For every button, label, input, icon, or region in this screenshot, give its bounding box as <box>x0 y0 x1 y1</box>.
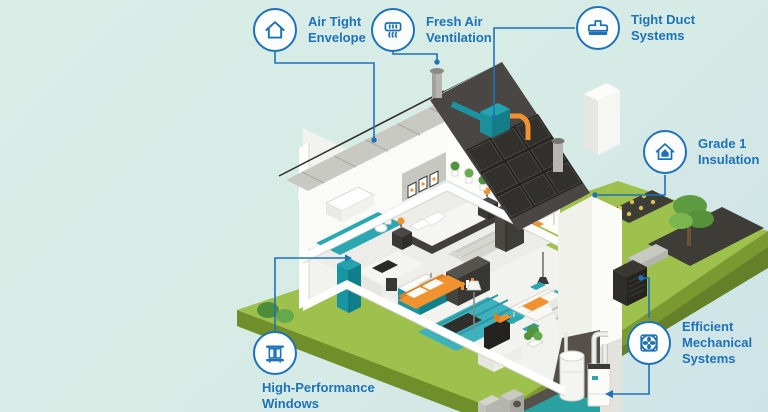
hrv-unit <box>450 101 531 140</box>
utility-sink <box>478 395 500 412</box>
roof-vent-pipe <box>430 68 444 98</box>
callout-lines <box>274 27 666 398</box>
furnace <box>587 331 611 407</box>
efficient-mechanical-systems-label: Efficient Mechanical Systems <box>682 319 753 366</box>
house-outline-icon <box>265 21 285 39</box>
washing-machine <box>500 389 524 412</box>
leader-high-performance-windows <box>274 254 352 332</box>
leader-fresh-air-ventilation <box>392 51 440 65</box>
tv-screen <box>484 315 510 352</box>
floor-lamp <box>466 280 482 330</box>
roof-vent-pipe <box>551 138 565 172</box>
fan-icon <box>640 334 658 352</box>
tree <box>669 195 714 246</box>
leader-tight-duct-systems <box>491 27 575 120</box>
high-performance-windows-bubble <box>253 331 297 375</box>
houseplant <box>524 325 544 348</box>
sofa <box>398 274 466 309</box>
nightstand <box>392 217 412 250</box>
potted-plants <box>450 161 488 191</box>
tight-duct-systems-bubble <box>576 6 620 50</box>
attic <box>286 98 470 191</box>
efficient-mechanical-systems-bubble <box>627 320 671 365</box>
tight-duct-systems-label: Tight Duct Systems <box>631 12 696 43</box>
air-tight-envelope-bubble <box>253 8 297 52</box>
callout-tight-duct-systems: Tight Duct Systems <box>576 6 695 50</box>
bushes <box>257 302 294 323</box>
water-heater <box>559 332 585 402</box>
vent-icon <box>384 22 402 38</box>
leader-air-tight-envelope <box>274 52 377 143</box>
grade-1-insulation-bubble <box>643 130 687 174</box>
window-icon <box>266 345 284 363</box>
insulated-house-icon <box>655 143 675 161</box>
duct-icon <box>587 20 609 36</box>
callout-high-performance-windows: High-Performance Windows <box>253 331 375 412</box>
chimney <box>584 83 620 155</box>
grade-1-insulation-label: Grade 1 Insulation <box>698 136 760 167</box>
basement <box>478 330 611 412</box>
fresh-air-ventilation-label: Fresh Air Ventilation <box>426 14 492 45</box>
callout-grade-1-insulation: Grade 1 Insulation <box>643 130 759 174</box>
roof <box>278 62 590 231</box>
callout-efficient-mechanical-systems: Efficient Mechanical Systems <box>627 319 752 367</box>
fresh-air-ventilation-bubble <box>371 8 415 52</box>
callout-air-tight-envelope: Air Tight Envelope <box>253 8 366 52</box>
callout-fresh-air-ventilation: Fresh Air Ventilation <box>371 8 492 52</box>
ground-floor-slab <box>303 280 566 397</box>
leader-efficient-mechanical-systems <box>605 275 650 398</box>
high-performance-windows-label: High-Performance Windows <box>262 380 375 411</box>
leader-grade-1-insulation <box>592 175 666 198</box>
air-tight-envelope-label: Air Tight Envelope <box>308 14 366 45</box>
accent-chair <box>494 313 512 323</box>
